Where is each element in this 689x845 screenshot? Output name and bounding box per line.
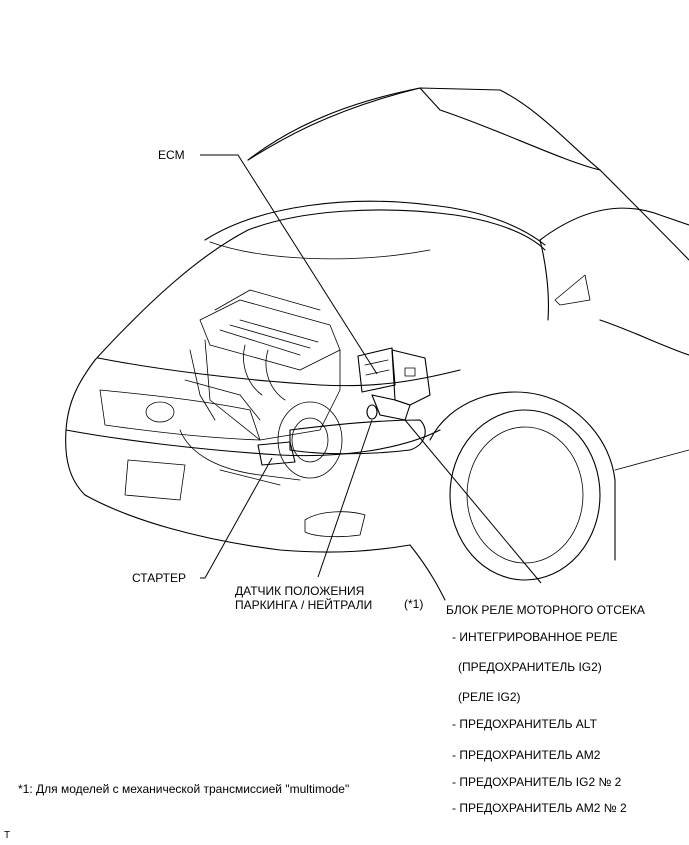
relay-item: (РЕЛЕ IG2) [458,690,521,704]
ecm-unit [357,347,396,393]
relay-item: - ПРЕДОХРАНИТЕЛЬ AM2 № 2 [452,801,627,815]
leader-lines [200,154,542,584]
corner-mark: T [4,830,11,841]
car-body [65,87,689,601]
park-neutral-label-line1: ДАТЧИК ПОЛОЖЕНИЯ [235,584,365,598]
relay-block-title: БЛОК РЕЛЕ МОТОРНОГО ОТСЕКА [446,603,645,617]
park-neutral-note: (*1) [404,597,424,611]
ecm-label: ECM [158,148,185,162]
relay-item: - ПРЕДОХРАНИТЕЛЬ IG2 № 2 [452,775,622,789]
relay-item: - ПРЕДОХРАНИТЕЛЬ ALT [452,717,597,731]
relay-item: (ПРЕДОХРАНИТЕЛЬ IG2) [458,660,602,674]
starter-label: СТАРТЕР [132,571,187,585]
park-neutral-label-line2: ПАРКИНГА / НЕЙТРАЛИ [235,598,373,612]
footnote: *1: Для моделей с механической трансмисс… [18,782,350,796]
relay-item: - ПРЕДОХРАНИТЕЛЬ AM2 [452,748,601,762]
engine-block [179,289,343,486]
engine-room-relay-block [371,349,431,421]
park-neutral-switch [366,404,378,420]
relay-item: - ИНТЕГРИРОВАННОЕ РЕЛЕ [452,630,618,644]
